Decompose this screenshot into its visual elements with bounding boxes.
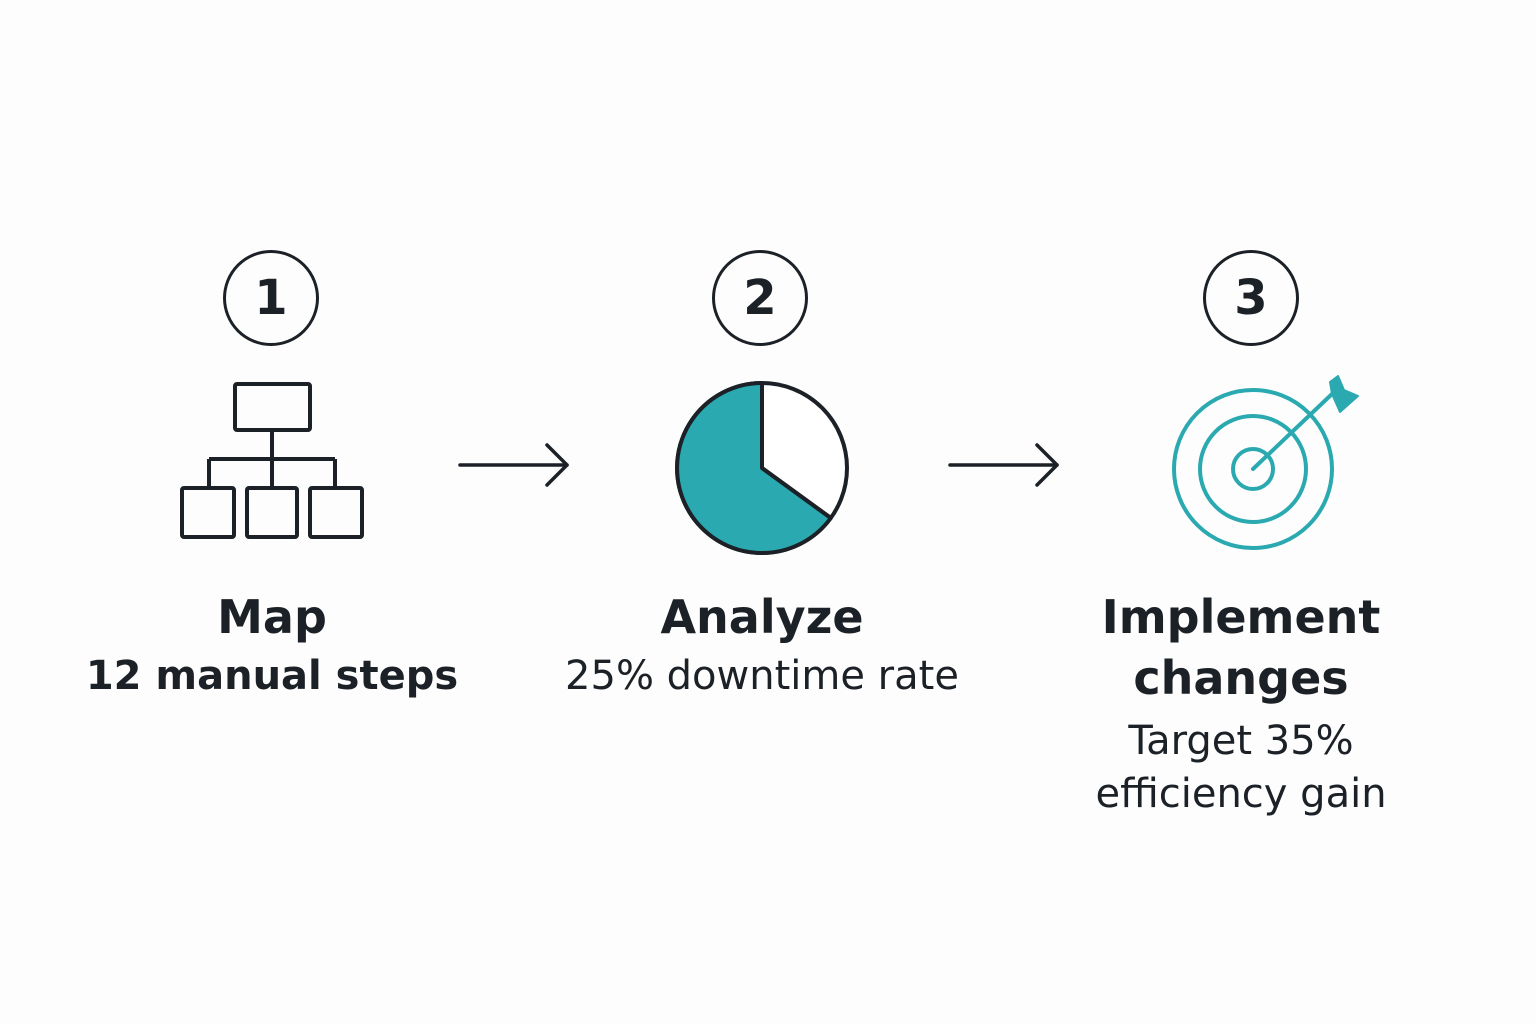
step-2-title: Analyze [660, 590, 864, 644]
step-1-title: Map [217, 590, 327, 644]
step-3-subtitle-line-1: Target 35% [1128, 718, 1354, 764]
arrow-right-icon [948, 443, 1059, 487]
step-3-number-badge: 3 [1203, 250, 1299, 346]
step-3-title-line-2: changes [1133, 651, 1349, 705]
step-2-subtitle: 25% downtime rate [565, 653, 959, 699]
step-1-subtitle: 12 manual steps [85, 653, 459, 699]
step-2-number-badge: 2 [712, 250, 808, 346]
step-1-number: 1 [254, 270, 288, 326]
step-3-number: 3 [1234, 270, 1268, 326]
hierarchy-diagram-icon [180, 382, 364, 539]
step-1-number-badge: 1 [223, 250, 319, 346]
step-2-number: 2 [743, 270, 777, 326]
arrow-right-icon [458, 443, 569, 487]
target-arrow-icon [1172, 375, 1359, 550]
pie-chart-icon [675, 381, 849, 555]
step-3-title-line-1: Implement [1101, 590, 1381, 644]
step-3-subtitle-line-2: efficiency gain [1095, 771, 1387, 817]
